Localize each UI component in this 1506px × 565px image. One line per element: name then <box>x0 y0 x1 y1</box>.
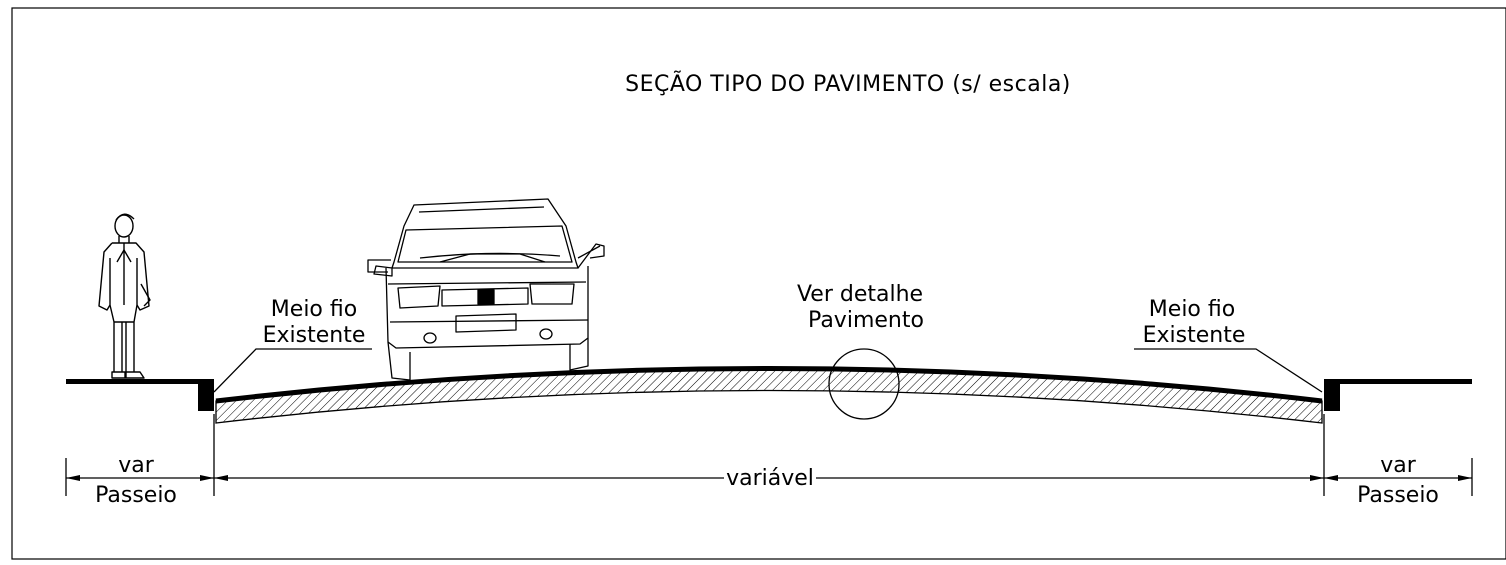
right-curb-label-line1: Meio fio <box>1149 297 1235 322</box>
drawing-border <box>11 7 1506 560</box>
detail-circle <box>828 348 900 420</box>
right-curb-leader <box>1134 348 1323 393</box>
car-figure <box>367 198 605 381</box>
pedestrian-figure <box>98 213 151 379</box>
detail-label-line2: Pavimento <box>808 308 924 333</box>
left-sidewalk-dim-label: Passeio <box>95 483 177 508</box>
right-sidewalk-dim-value: var <box>1380 453 1417 478</box>
right-curb-label-line2: Existente <box>1143 323 1246 348</box>
left-sidewalk-dim-value: var <box>118 453 155 478</box>
roadway-dim-value: variável <box>726 466 814 491</box>
drawing-title: SEÇÃO TIPO DO PAVIMENTO (s/ escala) <box>625 70 1071 97</box>
pavement-base-hatch <box>215 367 1323 424</box>
pavement-surface <box>215 366 1323 404</box>
left-curb-shape <box>198 379 214 411</box>
left-curb-label-line2: Existente <box>263 323 366 348</box>
roadway-dim-text-bg <box>724 468 816 486</box>
left-curb-label-line1: Meio fio <box>271 297 357 322</box>
right-sidewalk-dim-label: Passeio <box>1357 483 1439 508</box>
right-curb-shape <box>1324 379 1340 411</box>
dimension-extension-lines <box>65 414 1473 496</box>
left-curb-leader <box>213 348 372 393</box>
detail-label-line1: Ver detalhe <box>797 282 923 307</box>
